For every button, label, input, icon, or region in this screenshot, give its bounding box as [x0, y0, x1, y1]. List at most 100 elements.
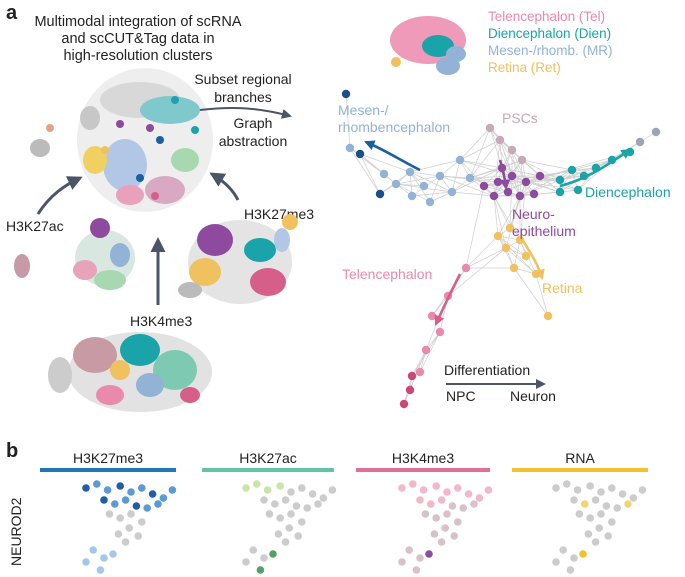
- mini-node-rna: [597, 488, 605, 496]
- mini-node-h3k27ac: [287, 488, 295, 496]
- graph-node: [375, 189, 385, 199]
- mini-node-h3k27ac: [274, 530, 283, 538]
- graph-node: [509, 263, 519, 273]
- mini-node-rna: [581, 500, 589, 508]
- header-rna: RNA: [565, 450, 595, 466]
- trajectory-ret: [518, 235, 545, 280]
- graph-node: [419, 181, 429, 191]
- mini-node-rna: [586, 514, 594, 522]
- step2-line-2: abstraction: [218, 133, 288, 149]
- mini-node-rna: [552, 558, 560, 566]
- trajectory-dien: [559, 148, 632, 188]
- header-h3k27ac: H3K27ac: [239, 450, 297, 466]
- mini-node-h3k27me3: [89, 546, 97, 554]
- mini-node-rna: [608, 484, 616, 492]
- graph-node: [501, 243, 511, 253]
- mini-node-rna: [602, 502, 611, 510]
- mini-node-h3k4me3: [430, 530, 439, 538]
- mini-node-h3k4me3: [412, 566, 421, 574]
- telencephalon-label: Telencephalon: [342, 266, 433, 282]
- mini-node-rna: [566, 566, 575, 574]
- trajectory-tel: [434, 273, 462, 326]
- mini-node-rna: [591, 496, 600, 504]
- title-line-1: Multimodal integration of scRNA: [34, 14, 242, 30]
- mini-node-h3k27me3: [125, 524, 133, 532]
- mini-node-h3k27ac: [252, 480, 261, 488]
- mini-node-h3k27ac: [319, 494, 328, 502]
- mini-node-rna: [597, 510, 605, 518]
- graph-node: [447, 187, 457, 197]
- mini-node-h3k27ac: [285, 524, 294, 532]
- integrated-umap: [30, 68, 213, 212]
- mini-node-h3k4me3: [425, 550, 433, 558]
- graph-node: [651, 127, 661, 137]
- mini-node-h3k4me3: [398, 484, 406, 492]
- mini-node-h3k27me3: [93, 480, 101, 488]
- neuro-line-2: epithelium: [512, 223, 576, 239]
- mini-node-h3k27ac: [298, 484, 306, 492]
- graph-node: [573, 185, 583, 195]
- graph-node: [425, 197, 435, 207]
- mini-node-h3k4me3: [419, 486, 428, 494]
- mini-node-h3k27me3: [154, 500, 162, 508]
- mini-node-h3k27ac: [303, 504, 312, 512]
- mini-node-h3k4me3: [416, 554, 424, 562]
- graph-node: [435, 327, 445, 337]
- mini-node-h3k27ac: [260, 496, 268, 504]
- mini-node-h3k27me3: [134, 532, 142, 540]
- panel-letter-b: b: [6, 440, 19, 462]
- mini-node-h3k27ac: [260, 554, 268, 562]
- graph-node: [407, 371, 417, 381]
- mini-node-h3k4me3: [454, 484, 462, 492]
- mini-node-h3k27ac: [298, 518, 306, 526]
- mini-node-h3k4me3: [405, 546, 414, 554]
- mesen-line-1: Mesen-/: [338, 102, 389, 118]
- mini-node-h3k27me3: [82, 484, 90, 492]
- mini-node-h3k4me3: [437, 538, 446, 546]
- graph-node: [521, 177, 531, 187]
- retina-label: Retina: [542, 280, 583, 296]
- title-line-3: high-resolution clusters: [63, 48, 213, 64]
- arrow-h3k27ac-to-integrated: [36, 176, 83, 215]
- step1-line-1: Subset regional: [194, 71, 292, 87]
- mini-node-h3k27ac: [314, 500, 322, 508]
- mini-node-h3k27me3: [114, 530, 123, 538]
- graph-node: [415, 367, 425, 377]
- graph-node: [493, 231, 503, 241]
- mini-node-h3k27me3: [127, 510, 135, 518]
- mini-node-h3k4me3: [450, 532, 459, 540]
- mini-node-h3k27ac: [269, 550, 277, 558]
- graph-node: [427, 311, 437, 321]
- title-line-2: and scCUT&Tag data in: [61, 31, 215, 47]
- step1-line-2: branches: [214, 89, 272, 105]
- mini-node-h3k27me3: [148, 490, 157, 498]
- bar-h3k27ac: [202, 468, 334, 472]
- mini-node-h3k4me3: [409, 480, 417, 488]
- mini-node-h3k27me3: [103, 486, 112, 494]
- graph-node: [515, 191, 525, 201]
- mini-node-h3k27ac: [249, 546, 257, 554]
- neuron-label: Neuron: [510, 388, 556, 404]
- mini-node-rna: [638, 486, 647, 494]
- mini-node-h3k4me3: [427, 500, 435, 508]
- graph-node: [405, 385, 415, 395]
- mini-node-h3k27me3: [82, 558, 90, 566]
- mini-node-h3k27ac: [263, 486, 272, 494]
- mini-node-rna: [591, 538, 600, 546]
- graph-node: [407, 191, 417, 201]
- legend-ret: Retina (Ret): [488, 60, 561, 75]
- npc-label: NPC: [446, 388, 476, 404]
- graph-node: [543, 311, 553, 321]
- mini-node-h3k27me3: [143, 504, 151, 512]
- bar-rna: [512, 468, 648, 472]
- mini-node-rna: [575, 510, 584, 518]
- graph-node: [435, 171, 445, 181]
- mini-node-h3k27me3: [127, 488, 135, 496]
- mini-node-h3k4me3: [441, 524, 450, 532]
- mini-node-h3k27me3: [116, 482, 124, 490]
- mini-node-rna: [624, 500, 632, 508]
- mini-node-h3k27ac: [287, 510, 295, 518]
- mini-node-rna: [604, 532, 612, 540]
